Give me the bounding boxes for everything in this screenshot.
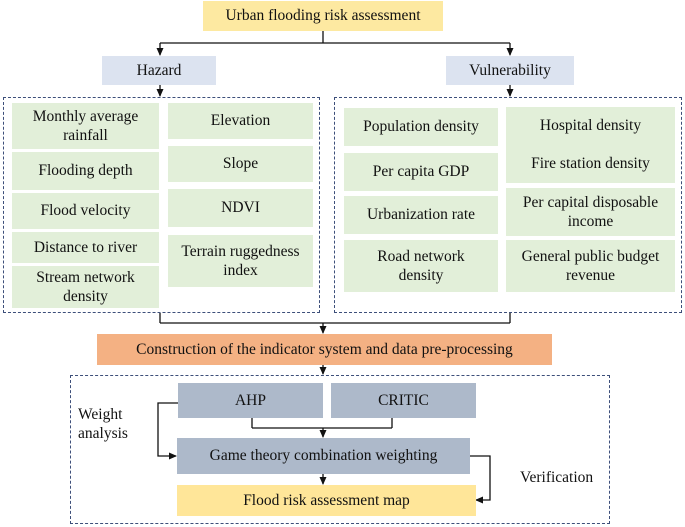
hazard-indicator-label: Stream network density xyxy=(36,268,135,305)
vulnerability-indicator: General public budget revenue xyxy=(506,240,675,292)
hazard-indicator: Terrain ruggedness index xyxy=(168,235,313,287)
vulnerability-indicator: Per capita GDP xyxy=(344,153,498,191)
hazard-indicator-label: Flood velocity xyxy=(40,202,131,220)
hazard-label: Hazard xyxy=(136,61,182,79)
hazard-indicator-label: Elevation xyxy=(210,112,271,130)
map-box: Flood risk assessment map xyxy=(177,485,476,516)
vulnerability-indicator: Road network density xyxy=(344,240,498,292)
hazard-indicator: Stream network density xyxy=(12,266,159,308)
weight-analysis-label: Weight analysis xyxy=(78,406,148,443)
map-label: Flood risk assessment map xyxy=(243,491,410,509)
hazard-indicator-label: NDVI xyxy=(221,199,260,217)
main-title-box: Urban flooding risk assessment xyxy=(203,1,443,31)
weight-analysis-text: Weight analysis xyxy=(78,406,128,442)
vulnerability-indicator: Per capital disposable income xyxy=(506,188,675,236)
vulnerability-indicator-label: Per capital disposable income xyxy=(522,193,659,230)
vulnerability-indicator: Urbanization rate xyxy=(344,196,498,234)
hazard-indicator-label: Flooding depth xyxy=(38,162,133,180)
hazard-indicator: Flooding depth xyxy=(12,152,159,190)
vulnerability-indicator: Hospital density xyxy=(506,107,675,145)
hazard-indicator-label: Slope xyxy=(222,155,259,173)
hazard-indicator-label: Monthly average rainfall xyxy=(32,107,139,144)
hazard-group xyxy=(3,97,320,313)
vulnerability-indicator-label: Road network density xyxy=(377,247,465,284)
vulnerability-label: Vulnerability xyxy=(469,61,551,79)
weighting-group xyxy=(70,375,610,524)
hazard-indicator-label: Terrain ruggedness index xyxy=(181,242,300,279)
verification-text: Verification xyxy=(520,469,594,486)
construction-box: Construction of the indicator system and… xyxy=(97,334,552,365)
vulnerability-indicator: Population density xyxy=(344,108,498,146)
vulnerability-indicator-label: Hospital density xyxy=(539,117,642,135)
ahp-box: AHP xyxy=(178,383,323,418)
hazard-indicator: Monthly average rainfall xyxy=(12,103,159,149)
hazard-indicator: Distance to river xyxy=(12,232,159,263)
game-theory-label: Game theory combination weighting xyxy=(209,447,438,465)
construction-label: Construction of the indicator system and… xyxy=(136,340,513,358)
critic-label: CRITIC xyxy=(378,391,429,409)
vulnerability-indicator-label: Per capita GDP xyxy=(372,163,470,181)
vulnerability-indicator-label: Fire station density xyxy=(531,155,650,173)
hazard-indicator: Flood velocity xyxy=(12,193,159,229)
verification-label: Verification xyxy=(520,469,593,488)
vulnerability-indicator-label: Urbanization rate xyxy=(366,206,475,224)
hazard-indicator: Slope xyxy=(168,146,313,182)
hazard-indicator: NDVI xyxy=(168,189,313,227)
hazard-header: Hazard xyxy=(102,56,216,85)
vulnerability-header: Vulnerability xyxy=(446,56,574,85)
ahp-label: AHP xyxy=(234,391,266,409)
game-theory-box: Game theory combination weighting xyxy=(177,438,470,474)
main-title: Urban flooding risk assessment xyxy=(225,7,421,25)
vulnerability-group xyxy=(334,97,682,313)
vulnerability-indicator-label: Population density xyxy=(363,118,479,136)
hazard-indicator-label: Distance to river xyxy=(33,238,138,256)
vulnerability-indicator-label: General public budget revenue xyxy=(521,247,660,284)
hazard-indicator: Elevation xyxy=(168,103,313,139)
vulnerability-indicator: Fire station density xyxy=(506,145,675,183)
critic-box: CRITIC xyxy=(331,383,476,418)
